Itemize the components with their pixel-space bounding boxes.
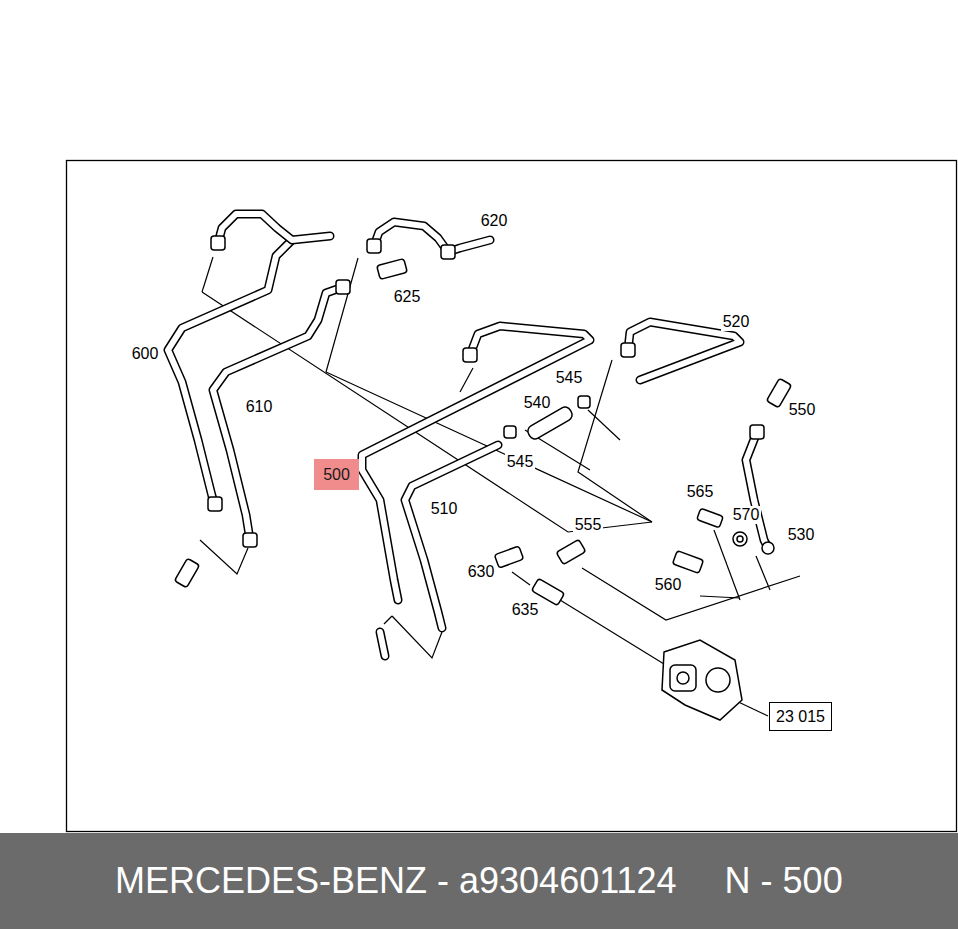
callout-number: 510 xyxy=(429,500,460,518)
callout-number: 545 xyxy=(554,369,585,387)
callout-number: 500 xyxy=(323,466,350,484)
fittings xyxy=(174,259,791,606)
callout-number: 560 xyxy=(653,576,684,594)
highlight-callout: 500 xyxy=(314,459,359,490)
callout-number: 530 xyxy=(786,526,817,544)
callout-number: 625 xyxy=(392,288,423,306)
callout-number: 600 xyxy=(130,345,161,363)
callout-number: 23 015 xyxy=(776,708,825,726)
callout-number: 570 xyxy=(731,506,762,524)
callout-number: 555 xyxy=(573,516,604,534)
callout-number: 545 xyxy=(505,453,536,471)
nuts xyxy=(208,236,774,554)
callout-number: 620 xyxy=(479,212,510,230)
callout-number: 520 xyxy=(721,313,752,331)
pipes xyxy=(168,214,768,656)
footer-text: MERCEDES-BENZ - a9304601124 xyxy=(115,860,677,902)
callout-number: 630 xyxy=(466,563,497,581)
callout-number: 550 xyxy=(787,401,818,419)
callout-number: 540 xyxy=(522,394,553,412)
reference-box: 23 015 xyxy=(769,702,832,731)
frame xyxy=(67,161,957,832)
pump-illustration xyxy=(662,640,742,720)
callout-number: 610 xyxy=(244,398,275,416)
footer-band: MERCEDES-BENZ - a9304601124 N - 500 xyxy=(0,833,958,929)
footer-text: N - 500 xyxy=(725,860,843,902)
callout-number: 635 xyxy=(510,601,541,619)
callout-number: 565 xyxy=(685,483,716,501)
